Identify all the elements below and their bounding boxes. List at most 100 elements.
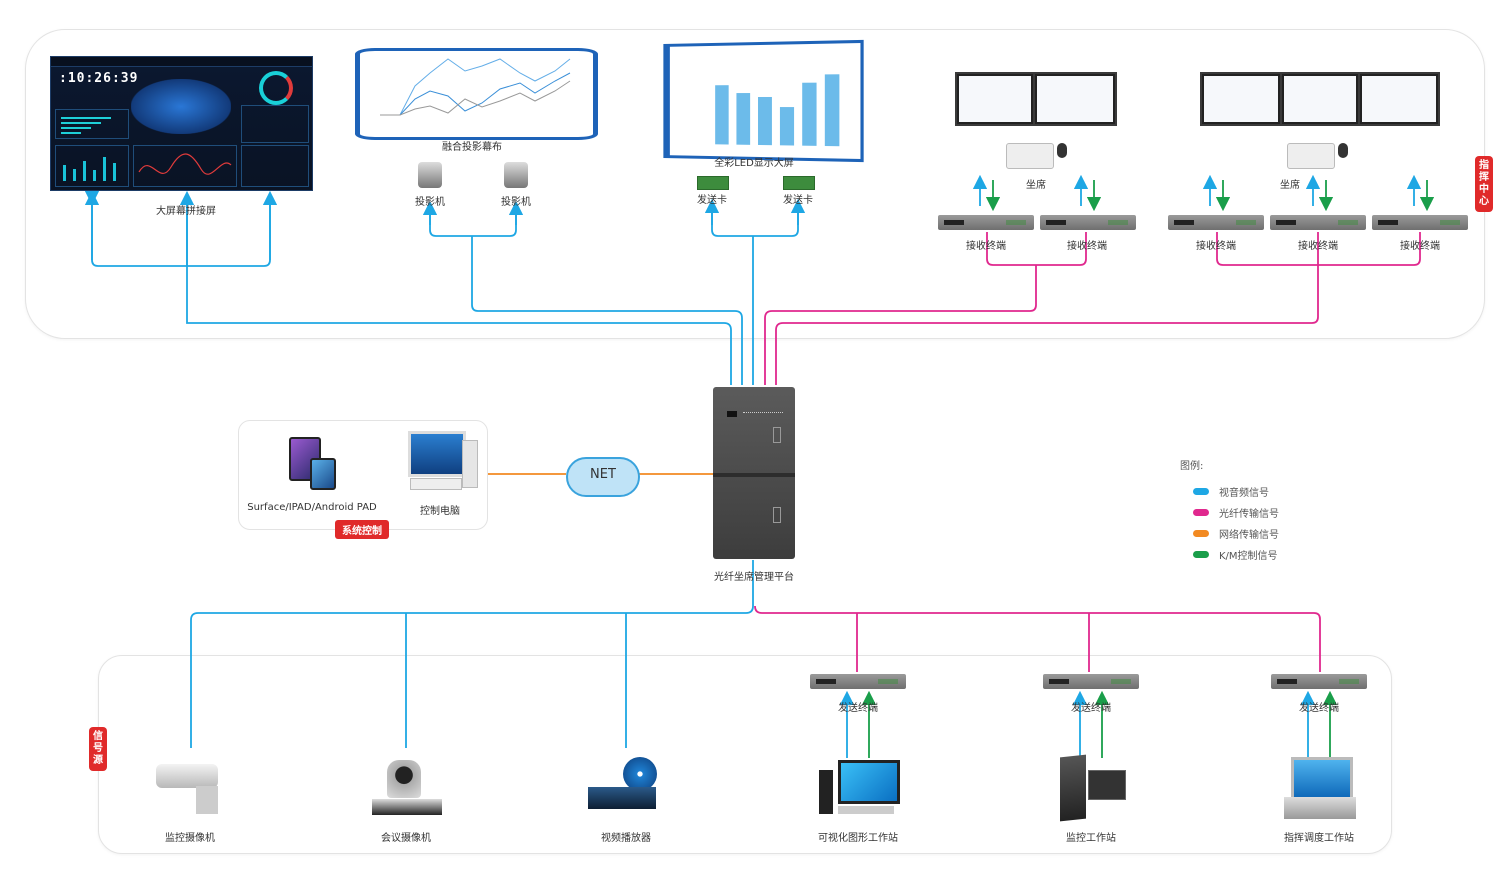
network-cloud: NET <box>566 457 640 497</box>
legend-label: 光纤传输信号 <box>1219 509 1279 520</box>
conference-camera-icon <box>387 760 421 798</box>
receiver-terminal <box>1270 215 1366 230</box>
control-pc-label: 控制电脑 <box>420 506 460 517</box>
camera-mount-icon <box>196 786 218 814</box>
dashboard-clock: :10:26:39 <box>59 71 139 86</box>
dashboard-cloud-panel <box>241 105 309 143</box>
mouse-icon <box>1338 143 1348 158</box>
receiver-label: 接收终端 <box>1298 241 1338 252</box>
led-screen <box>663 39 864 163</box>
tablet-icon <box>310 458 336 490</box>
keyboard-icon <box>838 806 894 814</box>
source-label: 监控摄像机 <box>165 833 215 844</box>
seat-monitor <box>1200 72 1282 126</box>
sender-terminal <box>1043 674 1139 689</box>
laptop-base-icon <box>1284 797 1356 819</box>
sender-card-label-2: 发送卡 <box>783 195 813 206</box>
legend-swatch <box>1193 488 1209 495</box>
legend-swatch <box>1193 551 1209 558</box>
projector-icon <box>418 162 442 188</box>
source-label: 指挥调度工作站 <box>1284 833 1354 844</box>
receiver-label: 接收终端 <box>1400 241 1440 252</box>
keyboard-icon <box>1006 143 1054 169</box>
net-label: NET <box>590 467 616 482</box>
line-av-sources <box>190 560 754 748</box>
control-pc-icon <box>408 431 466 477</box>
legend-label: K/M控制信号 <box>1219 551 1278 562</box>
camera-base-icon <box>372 799 442 815</box>
projection-screen <box>355 48 598 140</box>
receiver-terminal <box>1372 215 1468 230</box>
receiver-terminal <box>938 215 1034 230</box>
keyboard-icon <box>1287 143 1335 169</box>
seat-label-1: 坐席 <box>1026 180 1046 191</box>
projection-screen-label: 融合投影幕布 <box>442 142 502 153</box>
line-fiber-seat-2 <box>775 232 1319 385</box>
video-player-icon <box>588 787 656 809</box>
legend-label: 视音频信号 <box>1219 488 1269 499</box>
line-av-videowall-split <box>84 190 271 267</box>
pc-tower-icon <box>462 440 478 488</box>
videowall-label: 大屏幕拼接屏 <box>156 206 216 217</box>
receiver-terminal <box>1040 215 1136 230</box>
sender-label: 发送终端 <box>838 703 878 714</box>
sender-card-icon <box>783 176 815 190</box>
seat-label-2: 坐席 <box>1280 180 1300 191</box>
legend-label: 网络传输信号 <box>1219 530 1279 541</box>
sender-card-icon <box>697 176 729 190</box>
laptop-icon <box>1291 757 1353 801</box>
surveillance-camera-icon <box>156 764 218 788</box>
dashboard-table-panel <box>241 145 309 187</box>
dashboard-wave <box>61 117 232 181</box>
line-av-projection <box>471 236 743 385</box>
source-label: 视频播放器 <box>601 833 651 844</box>
source-label: 监控工作站 <box>1066 833 1116 844</box>
led-screen-label: 全彩LED显示大屏 <box>714 158 794 169</box>
seat-monitor <box>1280 72 1360 126</box>
line-av-videowall <box>186 195 732 385</box>
legend-swatch <box>1193 509 1209 516</box>
seat-monitor <box>1358 72 1440 126</box>
projection-line-chart <box>380 58 571 116</box>
pc-tower-icon <box>819 770 833 814</box>
monitoring-workstation-icon <box>1060 754 1086 822</box>
receiver-terminal <box>1168 215 1264 230</box>
source-label: 可视化图形工作站 <box>818 833 898 844</box>
command-center-tag: 指挥中心 <box>1475 156 1493 212</box>
sender-card-label-1: 发送卡 <box>697 195 727 206</box>
legend-item-network: 网络传输信号 <box>1193 526 1279 541</box>
graphics-workstation-icon <box>838 760 900 804</box>
sender-terminal <box>1271 674 1367 689</box>
mouse-icon <box>1057 143 1067 158</box>
line-fiber-senders <box>754 605 1321 672</box>
legend-item-km: K/M控制信号 <box>1193 547 1278 562</box>
legend-item-fiber: 光纤传输信号 <box>1193 505 1279 520</box>
fiber-seat-management-platform <box>713 387 795 559</box>
sender-terminal <box>810 674 906 689</box>
signal-source-zone <box>98 655 1392 854</box>
system-control-tag: 系统控制 <box>335 520 389 539</box>
dashboard-wave-panel <box>133 145 237 187</box>
receiver-label: 接收终端 <box>966 241 1006 252</box>
projector-icon <box>504 162 528 188</box>
sender-label: 发送终端 <box>1299 703 1339 714</box>
projector-label-2: 投影机 <box>501 197 531 208</box>
keyboard-icon <box>410 478 462 490</box>
seat-monitor <box>955 72 1035 126</box>
dashboard-bar-panel <box>55 109 129 139</box>
dashboard-header <box>51 57 312 67</box>
core-platform-label: 光纤坐席管理平台 <box>714 572 794 583</box>
sender-label: 发送终端 <box>1071 703 1111 714</box>
dashboard-ring-chart <box>259 71 293 105</box>
seat-monitor <box>1033 72 1117 126</box>
legend-item-av: 视音频信号 <box>1193 484 1269 499</box>
legend-title: 图例: <box>1180 461 1204 472</box>
line-fiber-seat-1 <box>764 265 1037 385</box>
monitoring-display-icon <box>1088 770 1126 800</box>
signal-source-tag: 信号源 <box>89 727 107 771</box>
videowall-screen: :10:26:39 <box>50 56 313 191</box>
led-bar-chart <box>715 74 840 147</box>
receiver-label: 接收终端 <box>1067 241 1107 252</box>
projector-label-1: 投影机 <box>415 197 445 208</box>
